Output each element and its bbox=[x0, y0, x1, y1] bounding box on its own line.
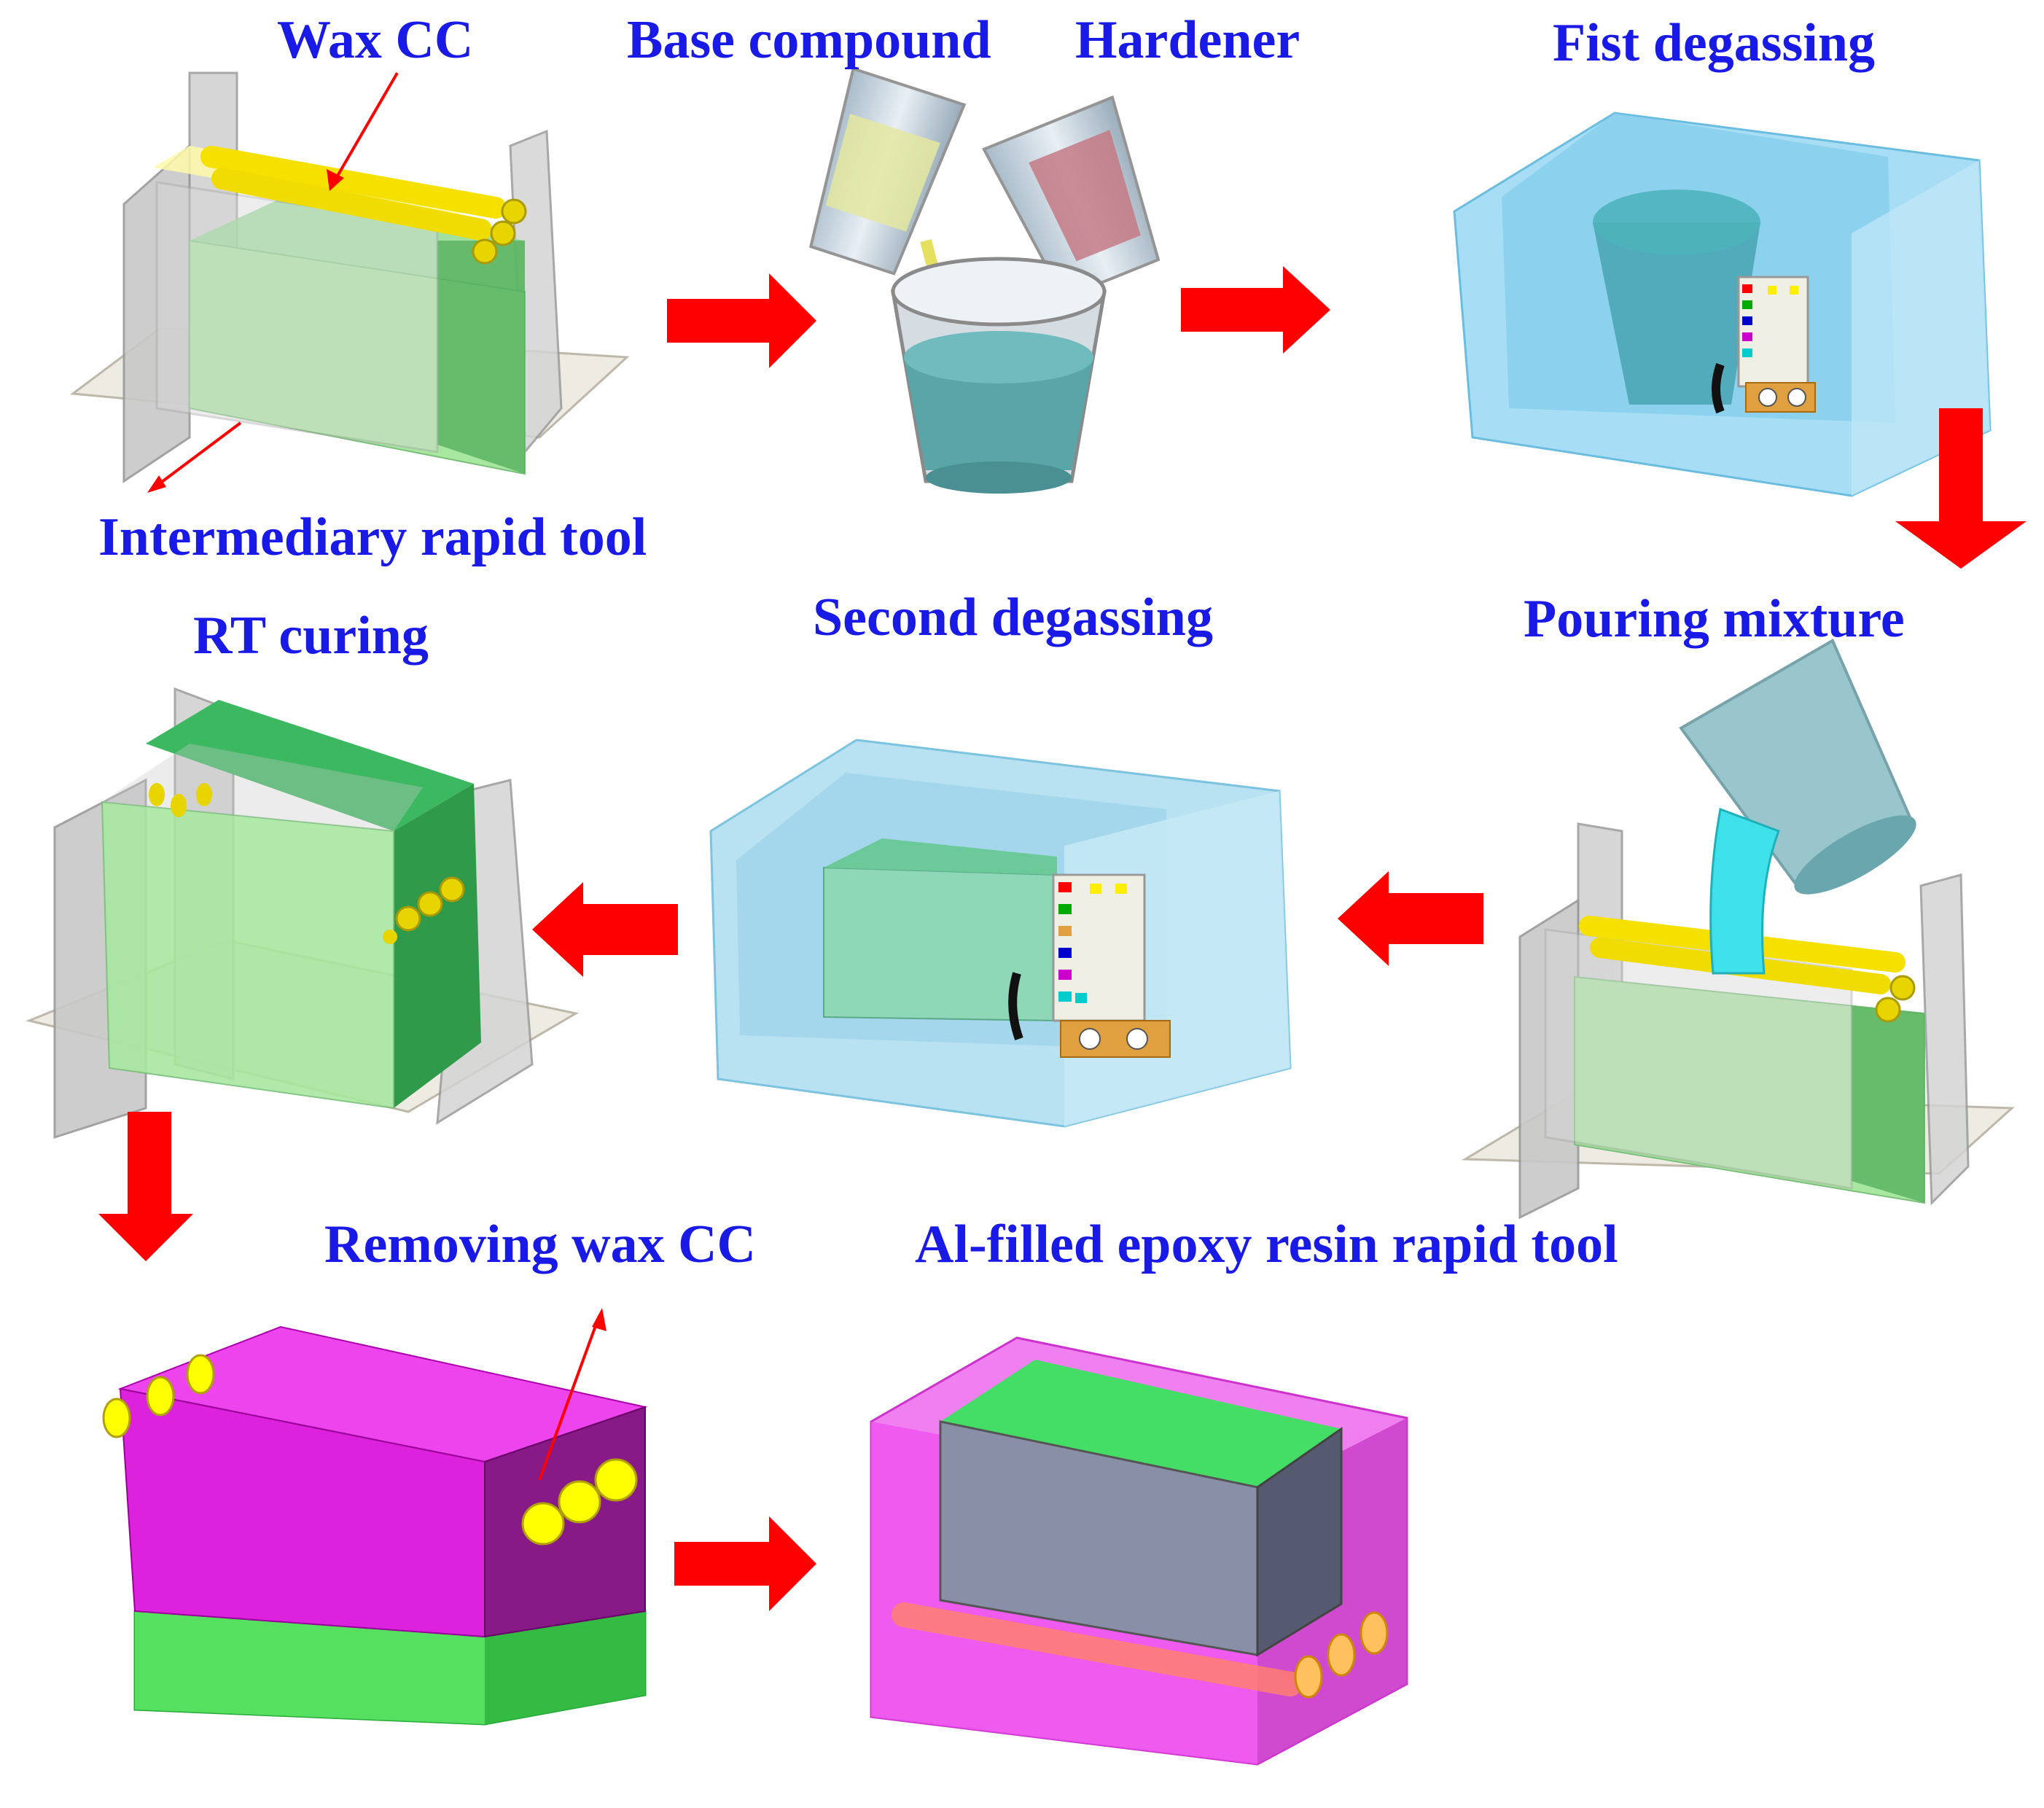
flow-arrow-down-2 bbox=[98, 1112, 193, 1261]
intermediary-rapid-tool-label: Intermediary rapid tool bbox=[98, 507, 647, 567]
first-degassing-label: Fist degassing bbox=[1553, 13, 1876, 73]
second-degassing-illustration bbox=[709, 739, 1292, 1128]
hardener-label: Hardener bbox=[1075, 10, 1300, 70]
flow-arrow-right-2 bbox=[1181, 266, 1330, 354]
first-degassing-illustration bbox=[1453, 112, 1992, 497]
base-compound-label: Base compound bbox=[627, 10, 991, 70]
flow-arrow-left-2 bbox=[532, 882, 678, 977]
flow-arrow-left-1 bbox=[1338, 871, 1483, 966]
wax-cc-label: Wax CC bbox=[277, 10, 474, 70]
flow-arrow-down-1 bbox=[1895, 408, 2027, 569]
rt-curing-illustration bbox=[26, 687, 580, 1139]
pouring-mixture-illustration bbox=[1461, 638, 2015, 1220]
flow-arrow-right-1 bbox=[667, 273, 816, 368]
flow-arrow-right-3 bbox=[674, 1516, 816, 1611]
pouring-mixture-label: Pouring mixture bbox=[1524, 589, 1905, 649]
removing-wax-illustration bbox=[102, 1325, 648, 1726]
removing-wax-pointer bbox=[538, 1308, 606, 1481]
mixing-cups-illustration bbox=[808, 66, 1161, 494]
removing-wax-cc-label: Removing wax CC bbox=[324, 1215, 756, 1274]
intermediary-tool-pointer bbox=[147, 421, 242, 493]
rt-curing-label: RT curing bbox=[193, 606, 429, 666]
wax-cc-pointer bbox=[327, 71, 399, 191]
final-tool-label: Al-filled epoxy resin rapid tool bbox=[915, 1215, 1618, 1274]
final-tool-illustration bbox=[870, 1336, 1408, 1766]
second-degassing-label: Second degassing bbox=[813, 588, 1213, 647]
intermediary-tool-illustration bbox=[69, 71, 630, 483]
